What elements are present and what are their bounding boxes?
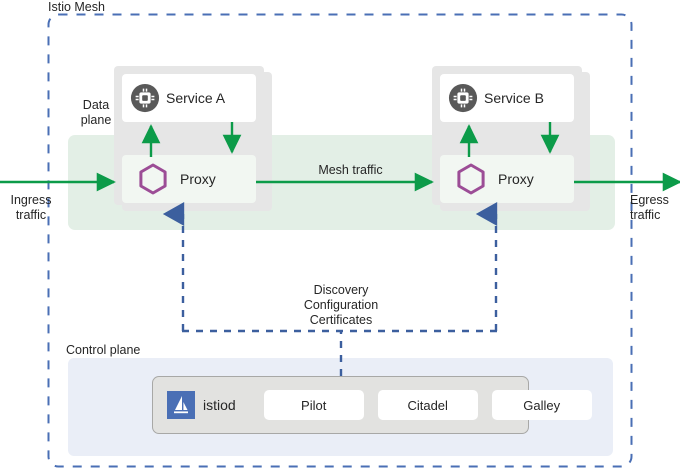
component-citadel[interactable]: Citadel bbox=[377, 390, 478, 420]
istiod-card[interactable]: istiod Pilot Citadel Galley bbox=[152, 376, 592, 434]
cpu-icon bbox=[130, 83, 160, 113]
ingress-traffic-label: Ingress traffic bbox=[10, 193, 52, 222]
pod-b-proxy-label: Proxy bbox=[498, 171, 534, 187]
pod-b-proxy-box[interactable]: Proxy bbox=[440, 155, 574, 203]
data-plane-label: Data plane bbox=[80, 98, 112, 127]
discovery-configuration-certificates-label: Discovery Configuration Certificates bbox=[303, 283, 379, 327]
istio-mesh-label: Istio Mesh bbox=[48, 0, 105, 14]
istiod-components: Pilot Citadel Galley bbox=[250, 390, 592, 420]
component-pilot[interactable]: Pilot bbox=[263, 390, 364, 420]
mesh-traffic-label: Mesh traffic bbox=[318, 163, 383, 177]
istiod-label: istiod bbox=[203, 397, 236, 413]
istio-sail-logo-icon bbox=[167, 391, 195, 419]
egress-traffic-label: Egress traffic bbox=[630, 193, 669, 222]
service-a-box[interactable]: Service A bbox=[122, 74, 256, 122]
control-plane-label: Control plane bbox=[66, 343, 141, 357]
service-a-label: Service A bbox=[166, 90, 226, 106]
pod-a-proxy-label: Proxy bbox=[180, 171, 216, 187]
service-b-box[interactable]: Service B bbox=[440, 74, 574, 122]
cpu-icon bbox=[448, 83, 478, 113]
hexagon-icon bbox=[139, 163, 167, 195]
hexagon-icon bbox=[457, 163, 485, 195]
service-b-label: Service B bbox=[484, 90, 544, 106]
component-galley[interactable]: Galley bbox=[491, 390, 592, 420]
pod-a-proxy-box[interactable]: Proxy bbox=[122, 155, 256, 203]
